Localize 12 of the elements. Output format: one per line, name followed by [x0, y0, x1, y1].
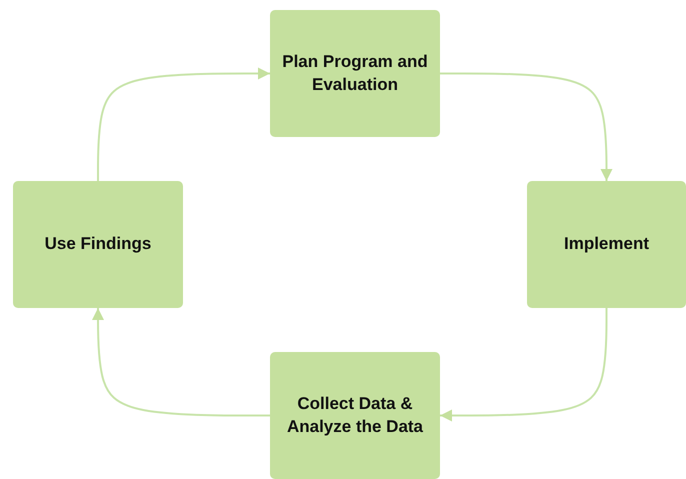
process-box: [270, 10, 440, 137]
step-label: Use Findings: [44, 233, 152, 256]
process-box: [13, 181, 183, 308]
curved-arrow: [92, 308, 270, 416]
step-label: Implement: [564, 233, 650, 256]
curved-arrow: [440, 72, 612, 181]
step-label: Plan Program and Evaluation: [281, 50, 429, 96]
process-box: [270, 352, 440, 479]
process-box: [527, 181, 686, 308]
step-label: Collect Data & Analyze the Data: [286, 392, 424, 438]
curved-arrow: [440, 308, 608, 422]
curved-arrow: [97, 68, 270, 181]
